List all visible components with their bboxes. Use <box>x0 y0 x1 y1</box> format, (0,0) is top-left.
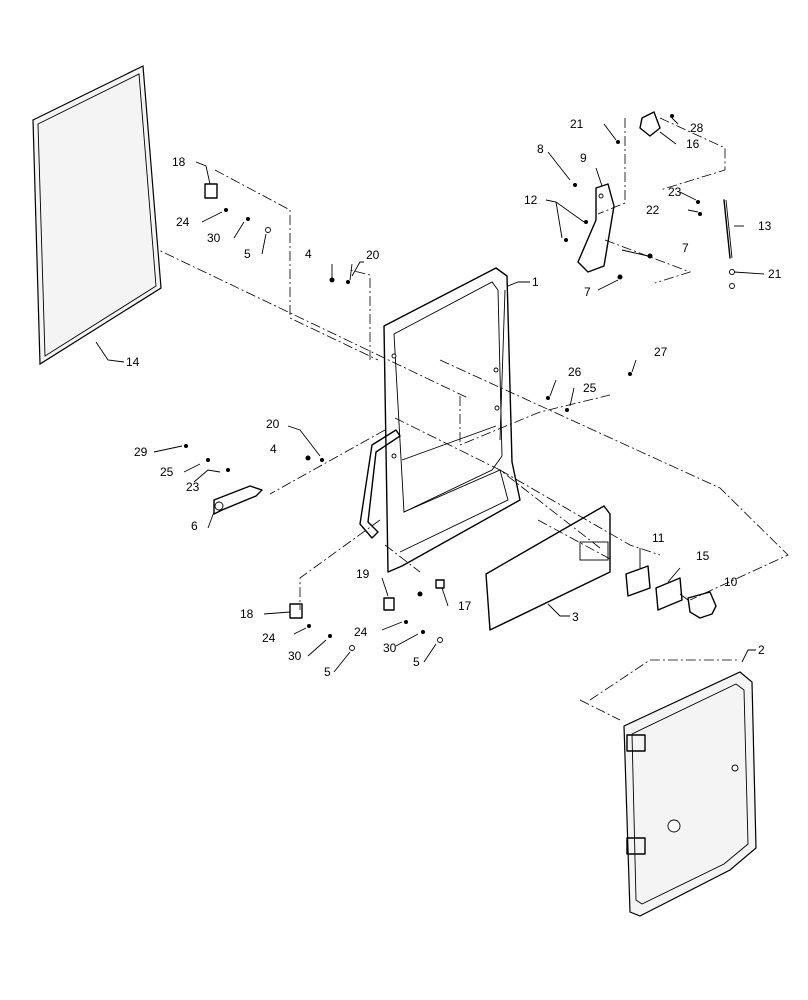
part-16-hinge <box>639 111 661 137</box>
callout-30: 30 <box>383 641 397 655</box>
callout-25: 25 <box>583 381 597 395</box>
part-18-bracket-upper <box>204 183 218 199</box>
callout-27: 27 <box>654 345 668 359</box>
callout-2: 2 <box>758 643 765 657</box>
part-2-door <box>623 671 757 917</box>
part-15-housing <box>655 577 683 611</box>
callout-4: 4 <box>305 247 312 261</box>
part-9-bracket <box>577 183 615 273</box>
callout-7: 7 <box>682 241 689 255</box>
callout-20: 20 <box>266 417 280 431</box>
callout-7: 7 <box>584 285 591 299</box>
callout-13: 13 <box>758 219 772 233</box>
part-17-nut <box>435 579 445 589</box>
part-3-panel <box>485 505 611 631</box>
part-19-bracket <box>383 597 395 611</box>
part-10-key <box>687 591 717 619</box>
hinge-brackets <box>204 183 445 619</box>
callout-9: 9 <box>580 151 587 165</box>
latch-parts <box>625 565 717 619</box>
callout-10: 10 <box>724 575 738 589</box>
part-18-bracket-lower <box>289 603 303 619</box>
callout-23: 23 <box>668 185 682 199</box>
callout-12: 12 <box>524 193 538 207</box>
callout-18: 18 <box>240 607 254 621</box>
callout-5: 5 <box>324 665 331 679</box>
callout-24: 24 <box>176 215 190 229</box>
callout-16: 16 <box>686 137 700 151</box>
callout-5: 5 <box>413 655 420 669</box>
callout-25: 25 <box>160 465 174 479</box>
part-13-strut <box>723 199 733 259</box>
callout-23: 23 <box>186 480 200 494</box>
part-1-door-frame <box>359 267 521 573</box>
fasteners <box>184 114 735 651</box>
callout-22: 22 <box>646 203 660 217</box>
callout-20: 20 <box>366 248 380 262</box>
callout-29: 29 <box>134 445 148 459</box>
callout-19: 19 <box>356 567 370 581</box>
alignment-lines <box>99 117 789 721</box>
callout-4: 4 <box>270 442 277 456</box>
callout-24: 24 <box>354 625 368 639</box>
callout-24: 24 <box>262 631 276 645</box>
callout-5: 5 <box>244 247 251 261</box>
callout-18: 18 <box>172 155 186 169</box>
part-14-window-glass <box>32 65 162 366</box>
leader-lines <box>95 117 765 673</box>
callout-28: 28 <box>690 121 704 135</box>
callout-11: 11 <box>652 531 665 545</box>
callout-1: 1 <box>532 275 539 289</box>
callout-17: 17 <box>458 599 472 613</box>
part-6-handle <box>213 485 263 515</box>
part-11-plate <box>625 565 651 597</box>
callout-26: 26 <box>568 365 582 379</box>
callout-8: 8 <box>537 142 544 156</box>
callout-3: 3 <box>572 610 579 624</box>
callouts: 1 2 3 4 4 5 5 5 6 7 7 8 9 10 11 12 13 14… <box>126 117 782 679</box>
callout-21: 21 <box>768 267 782 281</box>
callout-15: 15 <box>696 549 710 563</box>
callout-30: 30 <box>207 231 221 245</box>
callout-21: 21 <box>570 117 584 131</box>
callout-30: 30 <box>288 649 302 663</box>
callout-6: 6 <box>191 519 198 533</box>
callout-14: 14 <box>126 355 140 369</box>
